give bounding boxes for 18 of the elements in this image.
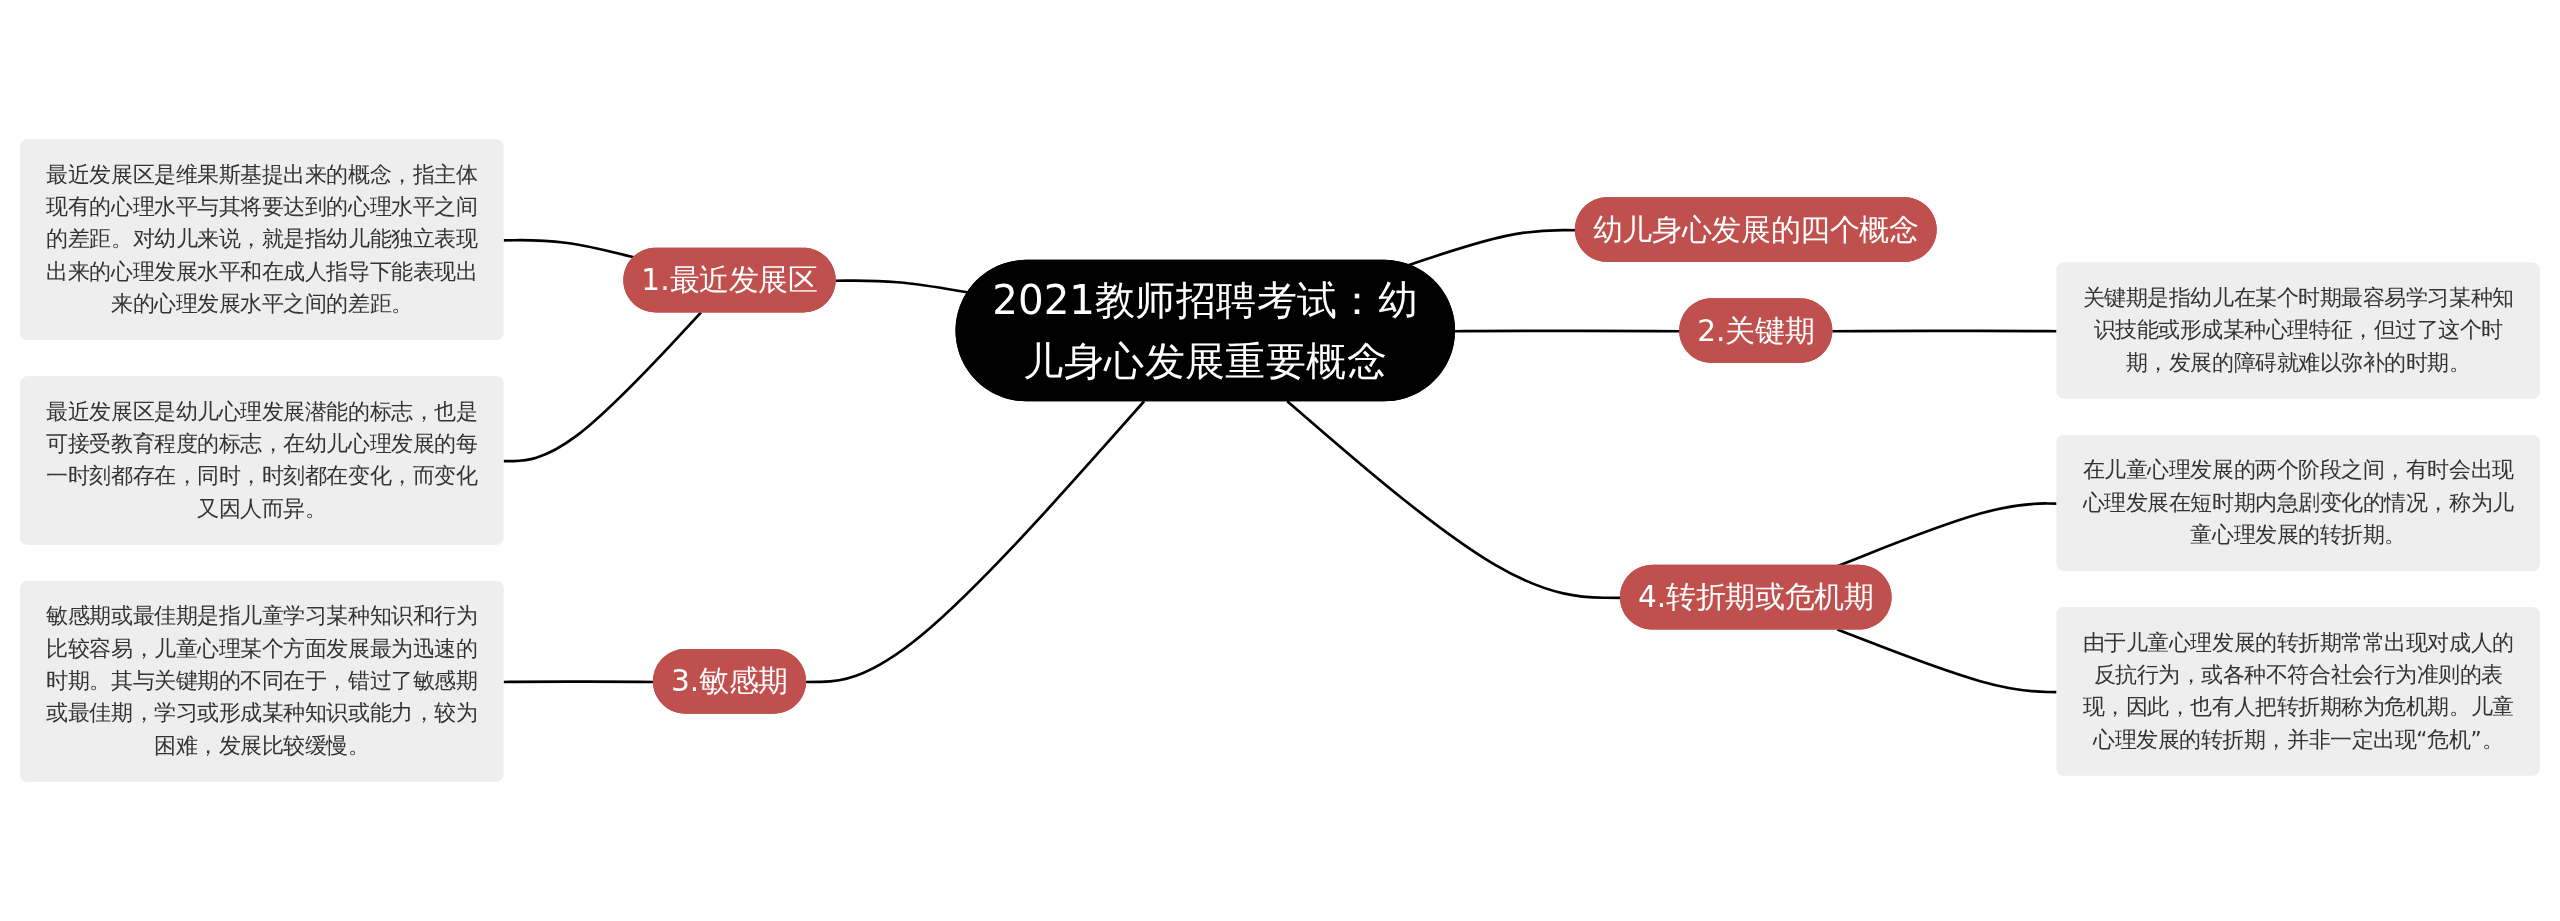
connector-line: [1832, 329, 2058, 333]
note-box: 敏感期或最佳期是指儿童学习某种知识和行为比较容易，儿童心理某个方面发展最为迅速的时期。其与关键期的不同在于，错过了敏感期或最佳期，学习或形成某种知识或能力，较为困难，发展比较缓慢。: [20, 581, 504, 782]
branch-topic: 1.最近发展区: [623, 247, 836, 313]
note-box: 关键期是指幼儿在某个时期最容易学习某种知识技能或形成某种心理特征，但过了这个时期，发展的障碍就难以弥补的时期。: [2056, 262, 2540, 399]
connector-line: [835, 279, 969, 294]
branch-topic: 3.敏感期: [652, 649, 807, 714]
note-box: 在儿童心理发展的两个阶段之间，有时会出现心理发展在短时期内急剧变化的情况，称为儿童心理发展的转折期。: [2056, 434, 2540, 571]
branch-topic: 幼儿身心发展的四个概念: [1574, 197, 1937, 262]
note-box: 最近发展区是维果斯基提出来的概念，指主体现有的心理水平与其将要达到的心理水平之间的差距。对幼儿来说，就是指幼儿能独立表现出来的心理发展水平和在成人指导下能表现出来的心理发展水平之间的差距。: [20, 139, 504, 340]
note-box: 最近发展区是幼儿心理发展潜能的标志，也是可接受教育程度的标志，在幼儿心理发展的每一时刻都存在，同时，时刻都在变化，而变化又因人而异。: [20, 376, 504, 545]
branch-topic: 2.关键期: [1679, 298, 1833, 363]
connector-line: [503, 238, 636, 259]
connector-line: [1836, 628, 2058, 694]
note-box: 由于儿童心理发展的转折期常常出现对成人的反抗行为，或各种不符合社会行为准则的表现，因此，也有人把转折期称为危机期。儿童心理发展的转折期，并非一定出现“危机”。: [2056, 607, 2540, 776]
connector-line: [503, 311, 703, 463]
connector-line: [806, 400, 1146, 684]
central-topic: 2021教师招聘考试：幼儿身心发展重要概念: [955, 259, 1455, 402]
branch-topic: 4.转折期或危机期: [1619, 564, 1892, 630]
